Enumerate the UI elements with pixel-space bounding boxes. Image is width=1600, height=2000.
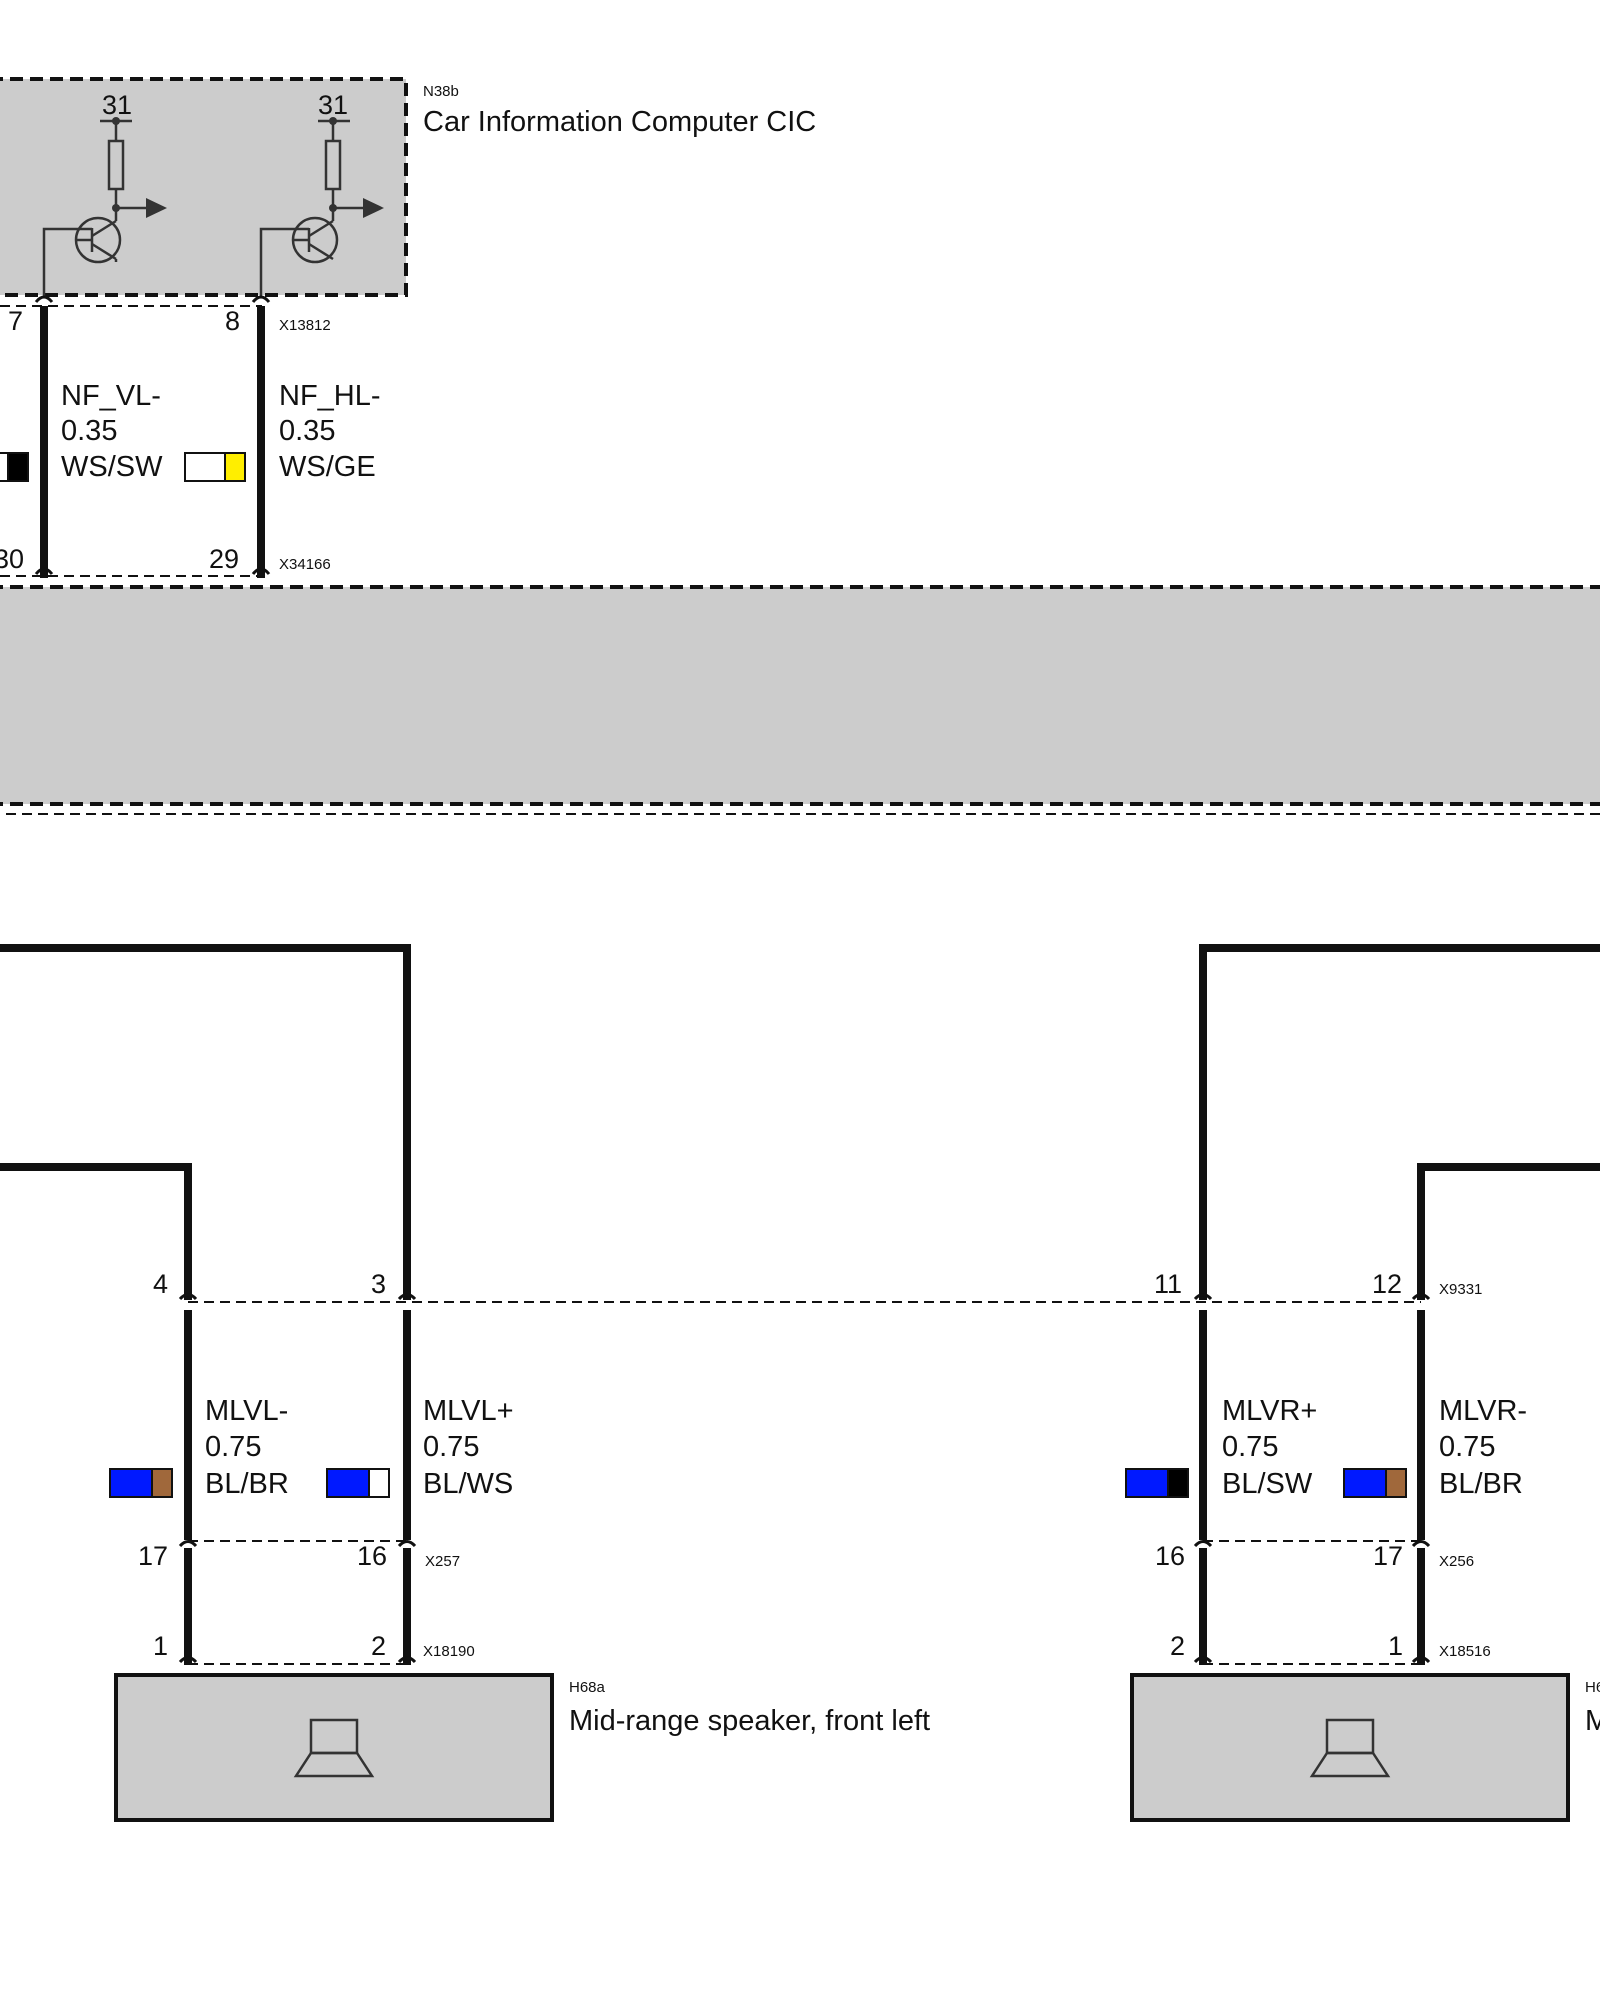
cic-module-name: Car Information Computer CIC xyxy=(423,106,816,138)
wire-color-swatch-bl-br-right xyxy=(1343,1468,1407,1498)
connector-label-x18190: X18190 xyxy=(423,1643,475,1660)
pin-label-30: 30 xyxy=(0,544,24,574)
connector-label-x34166: X34166 xyxy=(279,556,331,573)
pin-label-8: 8 xyxy=(225,306,240,336)
ground-label-left: 31 xyxy=(102,90,132,120)
pin-label-11: 11 xyxy=(1154,1269,1182,1299)
speaker-right-code: H6 xyxy=(1585,1679,1600,1696)
speaker-box-left xyxy=(114,1673,554,1822)
intermediate-module xyxy=(0,585,1600,815)
upper-harness: 7 30 8 29 X13812 X34166 NF_VL- 0.35 WS/S… xyxy=(0,295,381,578)
speaker-front-left: H68a Mid-range speaker, front left xyxy=(114,1673,930,1822)
speaker-left-name: Mid-range speaker, front left xyxy=(569,1705,930,1737)
pin-label-2-left: 2 xyxy=(371,1631,386,1661)
output-arrow-left xyxy=(146,198,167,218)
size-label-mlvr-plus: 0.75 xyxy=(1222,1431,1278,1463)
pin-label-17-right: 17 xyxy=(1373,1541,1403,1571)
speaker-icon-right xyxy=(1309,1718,1391,1778)
size-label-mlvl-plus: 0.75 xyxy=(423,1431,479,1463)
wire-mlvr-minus-route[interactable] xyxy=(1417,1163,1600,1300)
wire-color-swatch-ws-ge xyxy=(184,452,246,482)
connector-label-x256: X256 xyxy=(1439,1553,1474,1570)
pin-label-17-left: 17 xyxy=(138,1541,168,1571)
wire-color-swatch-bl-sw xyxy=(1125,1468,1189,1498)
connector-label-x13812: X13812 xyxy=(279,317,331,334)
pin-label-12: 12 xyxy=(1372,1269,1402,1299)
cic-module-box xyxy=(0,77,408,297)
signal-label-nf-hl: NF_HL- xyxy=(279,380,381,412)
output-arrow-right xyxy=(363,198,384,218)
speaker-icon-left xyxy=(293,1718,375,1778)
output-stage-right: 31 xyxy=(259,90,384,298)
wire-mlvl-plus-route[interactable] xyxy=(0,944,411,1300)
pin-label-4: 4 xyxy=(153,1269,168,1299)
connector-label-x257: X257 xyxy=(425,1553,460,1570)
color-label-mlvl-minus: BL/BR xyxy=(205,1468,289,1500)
cic-module: N38b Car Information Computer CIC 31 31 xyxy=(0,77,816,298)
pin-label-29: 29 xyxy=(209,544,239,574)
signal-label-mlvr-minus: MLVR- xyxy=(1439,1395,1527,1427)
signal-label-mlvl-plus: MLVL+ xyxy=(423,1395,514,1427)
speaker-right-name: M xyxy=(1585,1705,1600,1737)
pin-label-7: 7 xyxy=(8,306,23,336)
size-label-mlvr-minus: 0.75 xyxy=(1439,1431,1495,1463)
lower-harness: 4 3 11 12 X9331 17 16 X257 16 17 X256 1 … xyxy=(0,944,1600,1665)
wire-color-swatch-ws-sw xyxy=(0,452,29,482)
connector-label-x18516: X18516 xyxy=(1439,1643,1491,1660)
signal-label-mlvr-plus: MLVR+ xyxy=(1222,1395,1317,1427)
signal-label-mlvl-minus: MLVL- xyxy=(205,1395,288,1427)
wire-color-swatch-bl-ws xyxy=(326,1468,390,1498)
wire-mlvl-minus-route[interactable] xyxy=(0,1163,192,1300)
wire-color-swatch-bl-br-left xyxy=(109,1468,173,1498)
color-label-nf-hl: WS/GE xyxy=(279,451,376,483)
signal-label-nf-vl: NF_VL- xyxy=(61,380,161,412)
ground-label-right: 31 xyxy=(318,90,348,120)
size-label-mlvl-minus: 0.75 xyxy=(205,1431,261,1463)
speaker-front-right: H6 M xyxy=(1130,1673,1600,1822)
color-label-mlvr-plus: BL/SW xyxy=(1222,1468,1313,1500)
pin-label-1-right: 1 xyxy=(1388,1631,1403,1661)
pin-label-1-left: 1 xyxy=(153,1631,168,1661)
color-label-nf-vl: WS/SW xyxy=(61,451,163,483)
speaker-left-code: H68a xyxy=(569,1679,606,1696)
cic-module-code: N38b xyxy=(423,83,459,100)
connector-label-x9331: X9331 xyxy=(1439,1281,1482,1298)
output-stage-left: 31 xyxy=(42,90,167,298)
pin-label-3: 3 xyxy=(371,1269,386,1299)
color-label-mlvr-minus: BL/BR xyxy=(1439,1468,1523,1500)
wire-mlvr-plus-route[interactable] xyxy=(1199,944,1600,1300)
pin-label-16-left: 16 xyxy=(357,1541,387,1571)
speaker-box-right xyxy=(1130,1673,1570,1822)
size-label-nf-vl: 0.35 xyxy=(61,415,117,447)
color-label-mlvl-plus: BL/WS xyxy=(423,1468,513,1500)
size-label-nf-hl: 0.35 xyxy=(279,415,335,447)
pin-label-16-right: 16 xyxy=(1155,1541,1185,1571)
pin-label-2-right: 2 xyxy=(1170,1631,1185,1661)
